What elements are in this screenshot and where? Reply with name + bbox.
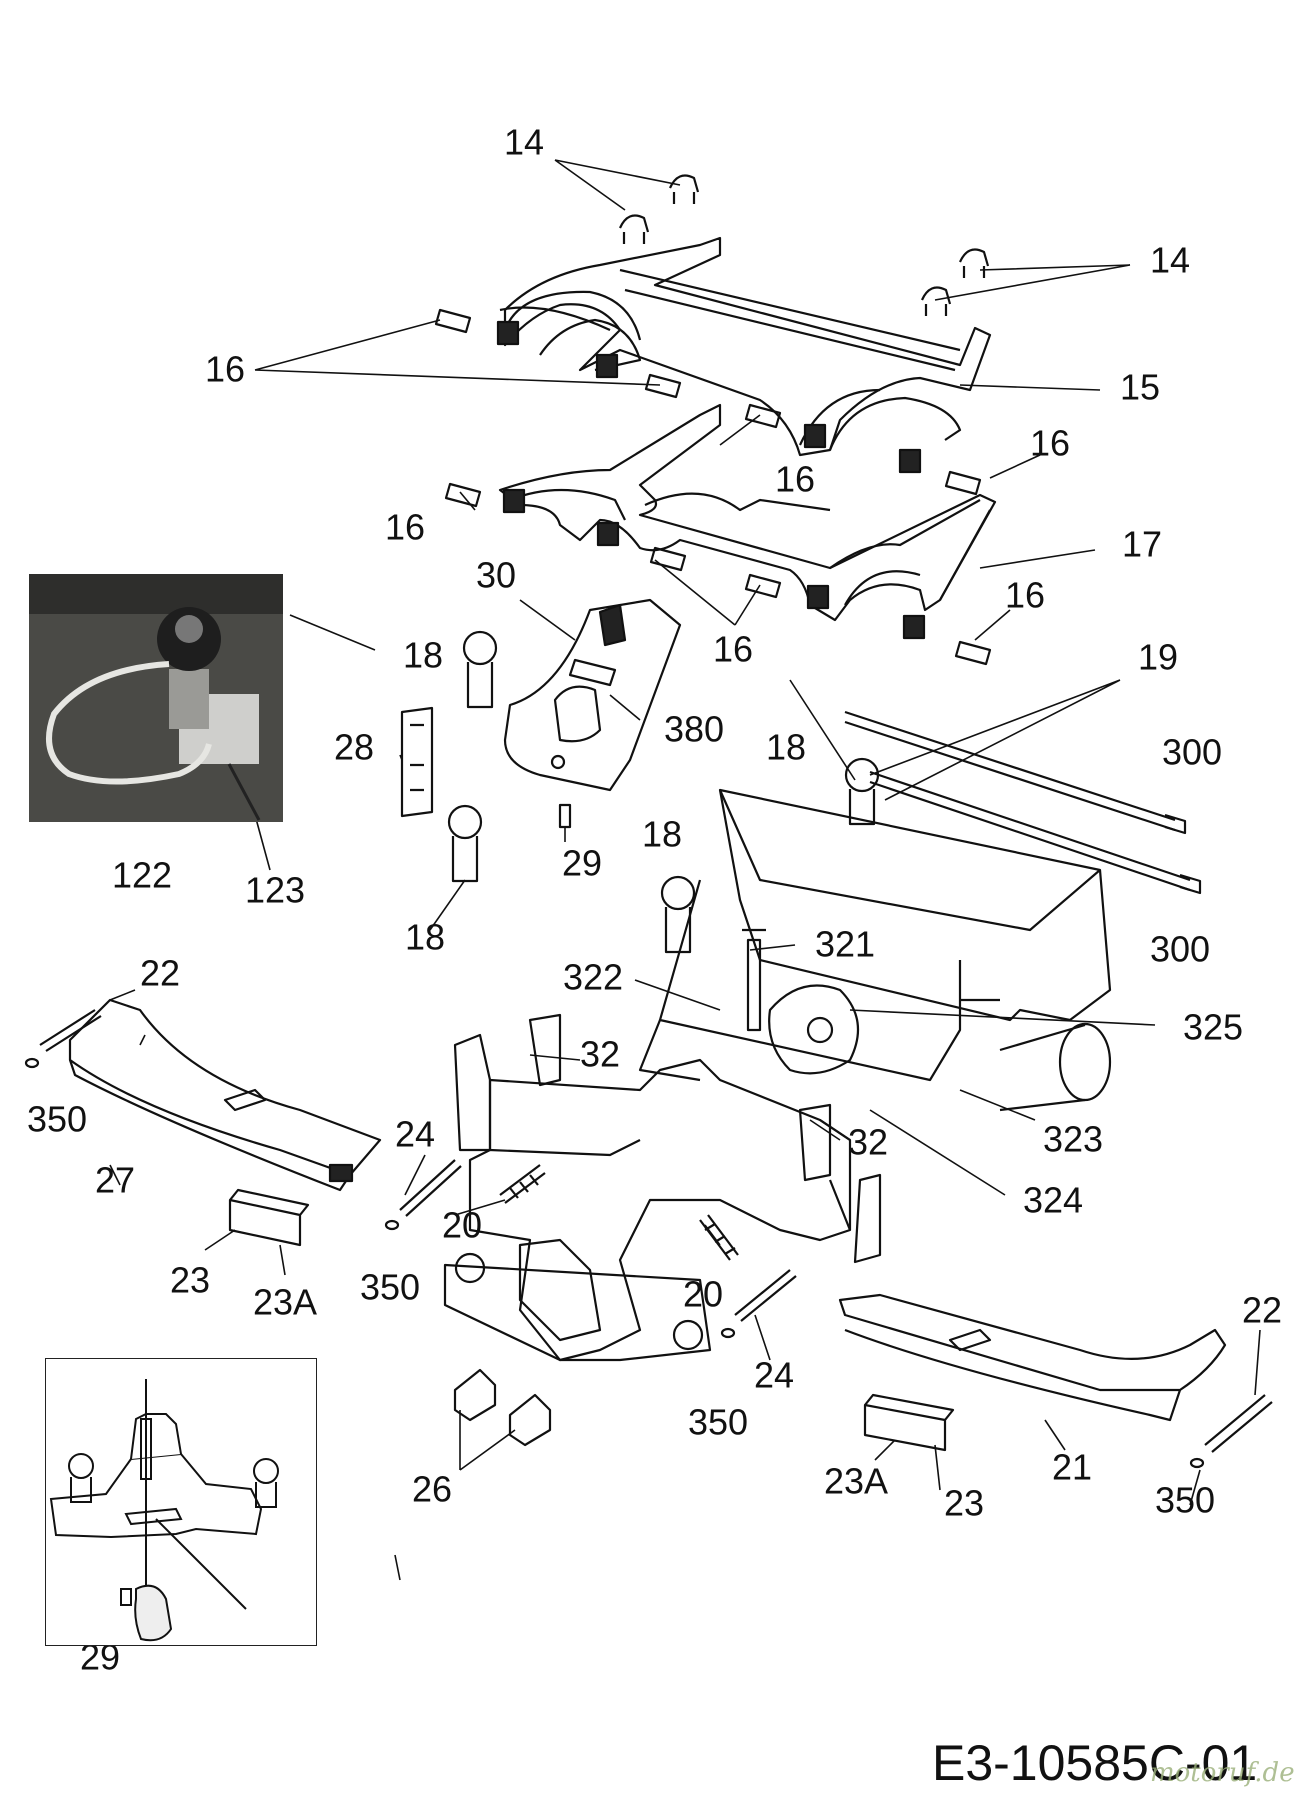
label-350: 350 bbox=[688, 1402, 748, 1443]
label-19: 19 bbox=[1138, 637, 1178, 678]
label-323: 323 bbox=[1043, 1119, 1103, 1160]
plate-28 bbox=[400, 706, 434, 818]
label-18: 18 bbox=[405, 917, 445, 958]
label-18: 18 bbox=[766, 727, 806, 768]
watermark: motoruf.de bbox=[1150, 1758, 1295, 1788]
label-16: 16 bbox=[713, 629, 753, 670]
skid-27 bbox=[68, 998, 382, 1192]
label-122: 122 bbox=[112, 855, 172, 896]
label-20: 20 bbox=[683, 1274, 723, 1315]
label-30: 30 bbox=[476, 555, 516, 596]
guide-30 bbox=[503, 598, 682, 792]
yoke-frame-17 bbox=[498, 403, 997, 640]
label-23A: 23A bbox=[253, 1282, 317, 1323]
label-300: 300 bbox=[1162, 732, 1222, 773]
label-325: 325 bbox=[1183, 1007, 1243, 1048]
main-housing bbox=[638, 788, 1112, 1112]
label-321: 321 bbox=[815, 924, 875, 965]
label-32: 32 bbox=[580, 1034, 620, 1075]
label-322: 322 bbox=[563, 957, 623, 998]
label-350: 350 bbox=[27, 1099, 87, 1140]
label-16: 16 bbox=[1030, 423, 1070, 464]
skid-21 bbox=[838, 1293, 1227, 1422]
label-17: 17 bbox=[1122, 524, 1162, 565]
label-18: 18 bbox=[642, 814, 682, 855]
label-16: 16 bbox=[1005, 575, 1045, 616]
label-15: 15 bbox=[1120, 367, 1160, 408]
label-16: 16 bbox=[205, 349, 245, 390]
label-23: 23 bbox=[944, 1483, 984, 1524]
label-14: 14 bbox=[1150, 240, 1190, 281]
label-23: 23 bbox=[170, 1260, 210, 1301]
label-27: 27 bbox=[95, 1160, 135, 1201]
label-16: 16 bbox=[775, 459, 815, 500]
label-24: 24 bbox=[754, 1355, 794, 1396]
rod-22-24-group bbox=[39, 1009, 1273, 1453]
label-22: 22 bbox=[1242, 1290, 1282, 1331]
label-21: 21 bbox=[1052, 1447, 1092, 1488]
label-23A: 23A bbox=[824, 1461, 888, 1502]
label-22: 22 bbox=[140, 953, 180, 994]
label-20: 20 bbox=[442, 1205, 482, 1246]
label-32: 32 bbox=[848, 1122, 888, 1163]
clip-14-group bbox=[618, 174, 990, 316]
cross-frame bbox=[443, 1013, 882, 1362]
label-300: 300 bbox=[1150, 929, 1210, 970]
rod-19-group bbox=[844, 710, 1202, 895]
label-26: 26 bbox=[412, 1469, 452, 1510]
label-14: 14 bbox=[504, 122, 544, 163]
photo-inset bbox=[29, 574, 283, 822]
label-350: 350 bbox=[360, 1267, 420, 1308]
label-29: 29 bbox=[562, 843, 602, 884]
yoke-frame-15 bbox=[496, 236, 992, 474]
detail-inset bbox=[45, 1358, 317, 1646]
latch-26-group bbox=[453, 1368, 552, 1447]
label-350: 350 bbox=[1155, 1480, 1215, 1521]
block-23-group bbox=[228, 1188, 955, 1452]
label-24: 24 bbox=[395, 1114, 435, 1155]
label-123: 123 bbox=[245, 870, 305, 911]
washer-350-group bbox=[24, 1057, 1205, 1469]
label-18: 18 bbox=[403, 635, 443, 676]
label-28: 28 bbox=[334, 727, 374, 768]
knob-18-group bbox=[447, 630, 880, 954]
label-380: 380 bbox=[664, 709, 724, 750]
drawing-id: E3-10585C-01 bbox=[932, 1735, 1258, 1791]
pin-16-group bbox=[434, 308, 992, 666]
spring-20-group bbox=[499, 1164, 739, 1261]
clip-29 bbox=[558, 803, 572, 829]
leader-lines bbox=[109, 159, 1261, 1581]
label-16: 16 bbox=[385, 507, 425, 548]
label-324: 324 bbox=[1023, 1180, 1083, 1221]
